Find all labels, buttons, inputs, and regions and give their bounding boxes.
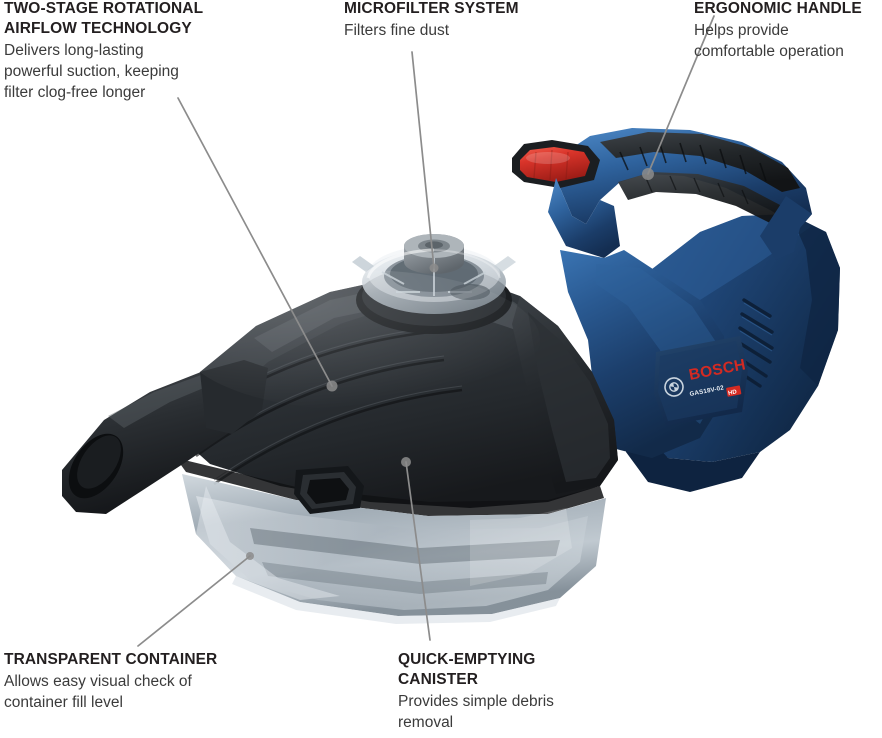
ergonomic-handle bbox=[512, 128, 812, 260]
callout-microfilter-body: Filters fine dust bbox=[344, 22, 450, 39]
callout-airflow: TWO-STAGE ROTATIONAL AIRFLOW TECHNOLOGY … bbox=[4, 0, 254, 103]
callout-microfilter: MICROFILTER SYSTEM Filters fine dust bbox=[344, 0, 604, 41]
callout-handle-body: Helps provide comfortable operation bbox=[694, 22, 844, 60]
hd-badge-label: HD bbox=[728, 389, 738, 397]
callout-container-body: Allows easy visual check of container fi… bbox=[4, 673, 192, 711]
callout-canister-body: Provides simple debris removal bbox=[398, 693, 554, 731]
callout-container: TRANSPARENT CONTAINER Allows easy visual… bbox=[4, 650, 264, 713]
callout-airflow-title: TWO-STAGE ROTATIONAL AIRFLOW TECHNOLOGY bbox=[4, 0, 204, 37]
callout-airflow-body: Delivers long-lasting powerful suction, … bbox=[4, 42, 179, 101]
callout-microfilter-title: MICROFILTER SYSTEM bbox=[344, 0, 519, 17]
callout-canister: QUICK-EMPTYING CANISTER Provides simple … bbox=[398, 650, 648, 733]
vent-slots-2 bbox=[739, 302, 773, 352]
transparent-container bbox=[182, 466, 606, 624]
callout-handle: ERGONOMIC HANDLE Helps provide comfortab… bbox=[694, 0, 882, 62]
callout-canister-title: QUICK-EMPTYING CANISTER bbox=[398, 651, 536, 688]
power-switch bbox=[520, 147, 590, 182]
hd-badge bbox=[726, 385, 742, 397]
release-latch-button bbox=[294, 466, 364, 514]
callout-container-title: TRANSPARENT CONTAINER bbox=[4, 651, 218, 668]
callout-handle-title: ERGONOMIC HANDLE bbox=[694, 0, 862, 17]
